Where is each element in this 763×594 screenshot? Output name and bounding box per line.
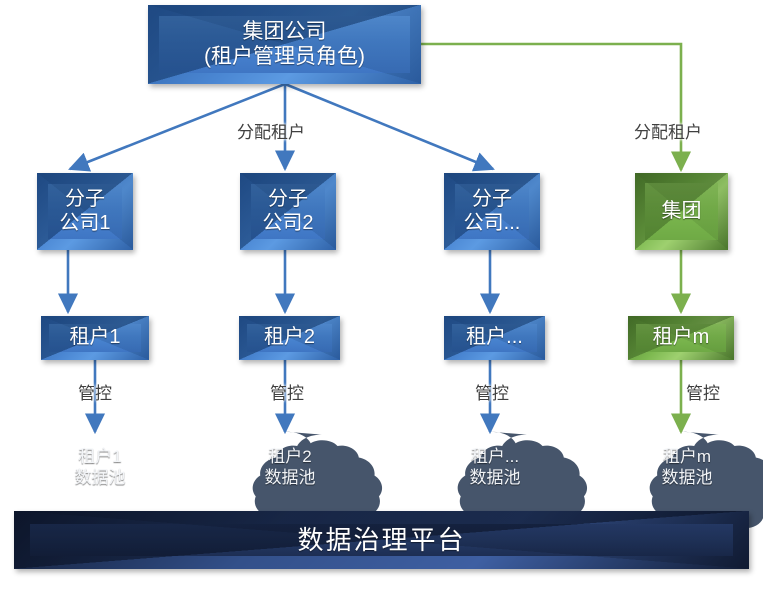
box-shade xyxy=(41,316,149,360)
box-shade xyxy=(444,316,545,360)
box-subsidiary-2[interactable]: 分子 公司2 xyxy=(240,173,336,250)
box-shade xyxy=(240,173,336,250)
box-shade xyxy=(148,5,421,84)
box-tenant-2[interactable]: 租户2 xyxy=(239,316,340,360)
box-shade xyxy=(628,316,734,360)
box-subsidiary-1-label: 分子 公司1 xyxy=(59,187,111,234)
box-subsidiary-3-label: 分子 公司... xyxy=(463,187,521,234)
cloud-pool-3-label: 租户... 数据池 xyxy=(469,447,521,487)
cloud-pool-1-label: 租户1 数据池 xyxy=(74,447,126,487)
box-face xyxy=(645,183,718,240)
box-tenant-3-label: 租户... xyxy=(466,326,523,349)
box-tenant-m-label: 租户m xyxy=(652,326,710,349)
box-tenant-3[interactable]: 租户... xyxy=(444,316,545,360)
box-group-company[interactable]: 集团公司 (租户管理员角色) xyxy=(148,5,421,84)
box-data-governance-platform-label: 数据治理平台 xyxy=(297,524,466,555)
edge-label-govern-1: 管控 xyxy=(78,384,112,403)
edge-label-assign-tenant-green: 分配租户 xyxy=(634,123,702,142)
cloud-pool-m-label: 租户m 数据池 xyxy=(661,447,713,487)
cloud-pool-2-label: 租户2 数据池 xyxy=(264,447,316,487)
box-tenant-2-label: 租户2 xyxy=(263,326,316,349)
box-subsidiary-1[interactable]: 分子 公司1 xyxy=(37,173,133,250)
box-shade xyxy=(444,173,540,250)
box-tenant-m[interactable]: 租户m xyxy=(628,316,734,360)
box-face xyxy=(636,324,726,352)
edge-label-assign-tenant-blue: 分配租户 xyxy=(237,123,305,142)
box-subsidiary-3[interactable]: 分子 公司... xyxy=(444,173,540,250)
edge-label-govern-m: 管控 xyxy=(686,384,720,403)
box-shade xyxy=(37,173,133,250)
edge-label-govern-3: 管控 xyxy=(475,384,509,403)
box-tenant-1-label: 租户1 xyxy=(69,326,121,349)
box-data-governance-platform[interactable]: 数据治理平台 xyxy=(14,511,749,569)
box-group-unit-label: 集团 xyxy=(661,199,702,222)
box-shade xyxy=(635,173,728,250)
box-subsidiary-2-label: 分子 公司2 xyxy=(262,187,314,234)
arrow-root-to-group xyxy=(421,42,692,173)
box-tenant-1[interactable]: 租户1 xyxy=(41,316,149,360)
box-group-unit[interactable]: 集团 xyxy=(635,173,728,250)
unit-to-tenant-arrows xyxy=(57,250,501,315)
box-group-company-label: 集团公司 (租户管理员角色) xyxy=(204,19,365,68)
edge-label-govern-2: 管控 xyxy=(270,384,304,403)
arrow-root-to-unit3 xyxy=(284,82,495,172)
box-shade xyxy=(239,316,340,360)
